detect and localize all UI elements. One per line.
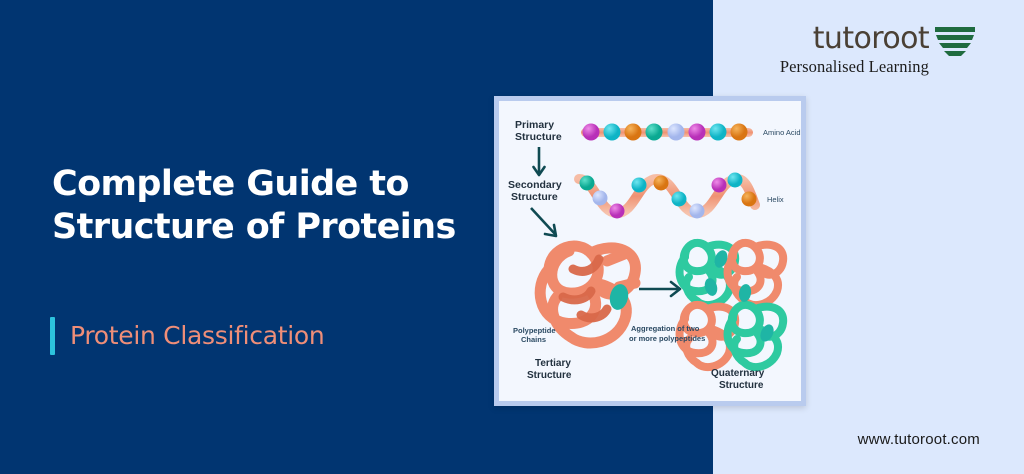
logo-tagline: Personalised Learning bbox=[779, 57, 929, 76]
arrow-secondary-to-tertiary-icon bbox=[530, 207, 558, 238]
tertiary-teal-segment bbox=[609, 284, 629, 310]
amino-acid-bead bbox=[603, 123, 621, 141]
website-url[interactable]: www.tutoroot.com bbox=[857, 431, 980, 448]
amino-acid-bead bbox=[667, 123, 685, 141]
arrow-tertiary-to-quaternary-icon bbox=[639, 280, 682, 298]
quaternary-subunit-salmon bbox=[675, 300, 740, 372]
tertiary-ribbon-shadow bbox=[558, 254, 612, 323]
helix-bead bbox=[592, 190, 608, 206]
quaternary-structure-label-line1: Quaternary bbox=[711, 368, 765, 379]
amino-acid-bead bbox=[645, 123, 663, 141]
amino-acid-bead bbox=[688, 123, 706, 141]
amino-acid-bead bbox=[624, 123, 642, 141]
amino-acid-bead bbox=[709, 123, 727, 141]
helix-bead bbox=[689, 203, 705, 219]
helix-label: Helix bbox=[767, 195, 784, 204]
amino-acid-bead bbox=[582, 123, 600, 141]
amino-acid-bead bbox=[730, 123, 748, 141]
quaternary-link-blob bbox=[760, 324, 774, 342]
helix-bead bbox=[579, 175, 595, 191]
secondary-structure-label-line1: Secondary bbox=[508, 179, 562, 191]
primary-structure-label-line2: Structure bbox=[515, 131, 562, 143]
helix-bead bbox=[711, 177, 727, 193]
subtitle-row: Protein Classification bbox=[50, 317, 325, 355]
logo-text-group: tutoroot Personalised Learning bbox=[779, 21, 930, 76]
polypeptide-chains-label-line2: Chains bbox=[521, 335, 546, 344]
page-subtitle: Protein Classification bbox=[70, 321, 325, 350]
accent-bar bbox=[50, 317, 55, 355]
stacked-chevron-book-icon bbox=[935, 27, 975, 56]
quaternary-subunit-salmon bbox=[723, 238, 788, 310]
quaternary-structure-label-line2: Structure bbox=[719, 380, 764, 391]
amino-acid-label: Amino Acid bbox=[763, 128, 801, 137]
helix-bead bbox=[653, 175, 669, 191]
primary-structure-label-line1: Primary bbox=[515, 119, 554, 131]
logo-wordmark: tutoroot bbox=[812, 21, 930, 56]
quaternary-structure-group: Aggregation of two or more polypeptides … bbox=[629, 238, 788, 391]
quaternary-link-blob bbox=[704, 278, 718, 296]
quaternary-link-blob bbox=[738, 284, 752, 302]
arrow-primary-to-secondary-icon bbox=[532, 147, 546, 177]
page-title: Complete Guide to Structure of Proteins bbox=[52, 164, 456, 247]
helix-bead bbox=[609, 203, 625, 219]
quaternary-link-blob bbox=[714, 250, 728, 268]
tertiary-structure-label-line2: Structure bbox=[527, 370, 572, 381]
protein-structure-diagram-card: Primary Structure Amino Acid bbox=[494, 96, 806, 406]
polypeptide-chains-label-line1: Polypeptide bbox=[513, 326, 556, 335]
helix-bead bbox=[631, 177, 647, 193]
secondary-structure-label-line2: Structure bbox=[511, 191, 558, 203]
tertiary-structure-label-line1: Tertiary bbox=[535, 358, 571, 369]
helix-bead bbox=[727, 172, 743, 188]
primary-structure-group: Primary Structure Amino Acid bbox=[515, 119, 801, 143]
quaternary-subunit-green bbox=[723, 300, 788, 372]
tutoroot-logo[interactable]: tutoroot Personalised Learning bbox=[780, 24, 976, 76]
helix-bead bbox=[741, 191, 757, 207]
tertiary-structure-group: Polypeptide Chains Tertiary Structure bbox=[513, 240, 641, 381]
helix-bead bbox=[671, 191, 687, 207]
secondary-structure-group: Secondary Structure Helix bbox=[508, 172, 784, 219]
aggregation-label-line2: or more polypeptides bbox=[629, 334, 705, 343]
aggregation-label-line1: Aggregation of two bbox=[631, 324, 700, 333]
protein-structure-diagram: Primary Structure Amino Acid bbox=[508, 119, 801, 391]
